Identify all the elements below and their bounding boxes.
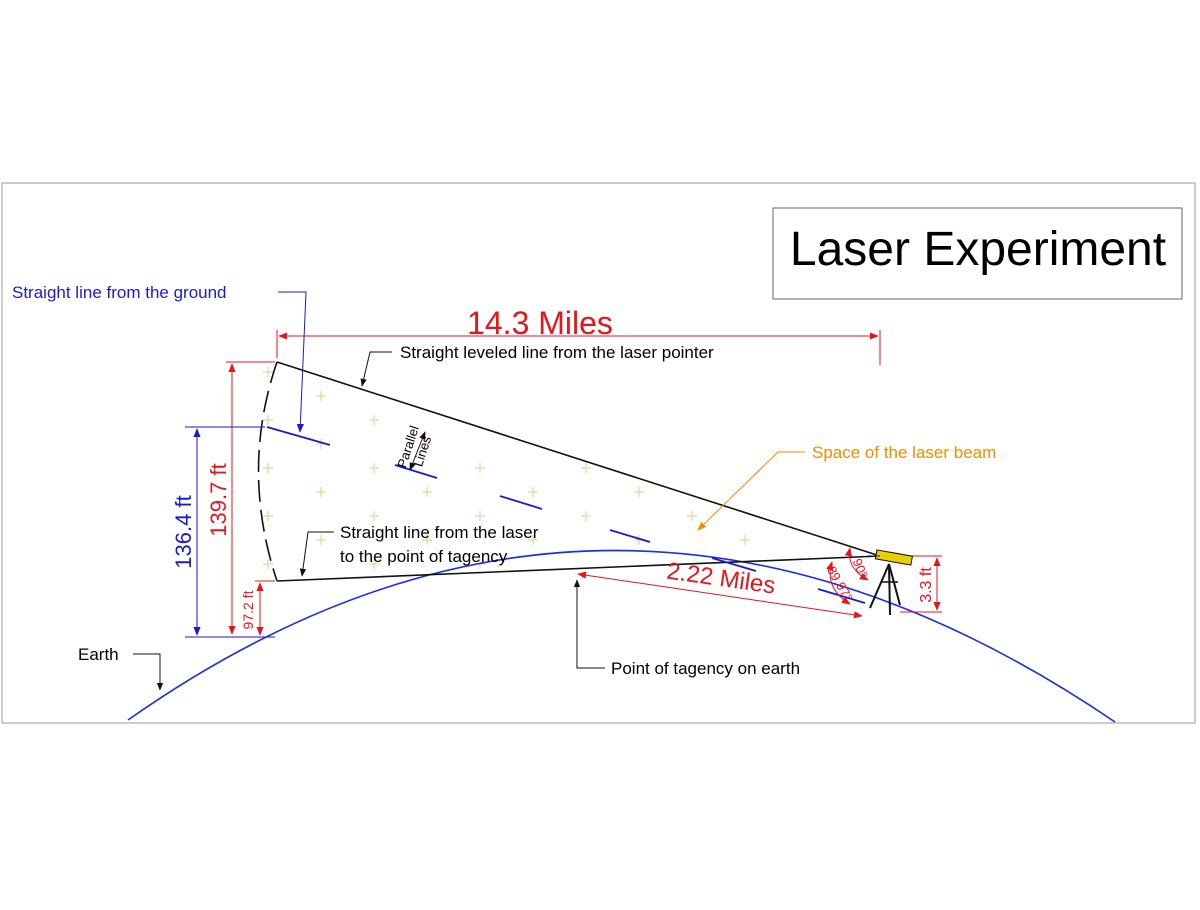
beam-cross xyxy=(528,487,538,497)
beam-cross xyxy=(263,559,273,569)
beam-cross xyxy=(369,559,379,569)
beam-cross xyxy=(475,511,485,521)
tangent-line-leader xyxy=(299,531,334,577)
leveled-line-label: Straight leveled line from the laser poi… xyxy=(400,343,714,362)
tangency-point-leader xyxy=(573,579,605,669)
angle-tangent-label: 89.97° xyxy=(824,564,856,604)
earth-curve xyxy=(127,549,1116,723)
beam-cross xyxy=(316,535,326,545)
parallel-lines-label: Parallel Lines xyxy=(394,424,434,470)
beam-cross xyxy=(581,511,591,521)
drop-left-label: 136.4 ft xyxy=(171,495,196,568)
parallel-lines-dimension xyxy=(409,431,426,471)
beam-cross xyxy=(422,487,432,497)
tangent-line-label-2: to the point of tagency xyxy=(340,547,508,566)
title-box xyxy=(772,207,1183,300)
angle-tangent-arc xyxy=(826,561,851,605)
earth-leader xyxy=(133,653,164,691)
beam-cross xyxy=(528,535,538,545)
tangency-point-label: Point of tagency on earth xyxy=(611,659,800,678)
earth-label: Earth xyxy=(78,645,119,664)
page-title: Laser Experiment xyxy=(790,223,1166,276)
beam-cross xyxy=(740,535,750,545)
beam-cross xyxy=(263,367,273,377)
beam-cross xyxy=(687,511,697,521)
tangent-line-label-1: Straight line from the laser xyxy=(340,523,539,542)
beam-cross xyxy=(369,463,379,473)
beam-cross xyxy=(316,391,326,401)
leveled-line-leader xyxy=(360,351,392,387)
beam-cross xyxy=(263,415,273,425)
angle-right-arc xyxy=(844,547,869,581)
beam-cross xyxy=(581,463,591,473)
laser-tripod-icon xyxy=(868,549,914,616)
ground-line-label: Straight line from the ground xyxy=(12,283,227,302)
height-left-label: 139.7 ft xyxy=(206,463,231,536)
beam-cross xyxy=(369,511,379,521)
beam-cross xyxy=(475,463,485,473)
small-height-label: 97.2 ft xyxy=(240,590,256,629)
ground-line-leader xyxy=(278,291,307,433)
beam-space-label: Space of the laser beam xyxy=(812,443,996,462)
drawing-frame xyxy=(1,182,1196,724)
leveled-laser-line xyxy=(276,361,881,557)
angle-right-label: 90° xyxy=(850,556,871,580)
beam-cross xyxy=(263,511,273,521)
beam-cross xyxy=(263,463,273,473)
beam-space-leader xyxy=(697,451,805,531)
beam-cross xyxy=(369,415,379,425)
tangent-laser-line xyxy=(276,555,881,582)
beam-cross xyxy=(316,487,326,497)
distance-tangent-label: 2.22 Miles xyxy=(665,558,777,600)
left-dashed-arc xyxy=(257,361,278,582)
laser-height-label: 3.3 ft xyxy=(918,567,935,603)
beam-cross xyxy=(422,535,432,545)
distance-tangent-dimension xyxy=(577,571,863,619)
beam-cross xyxy=(634,487,644,497)
distance-total-label: 14.3 Miles xyxy=(467,305,613,341)
